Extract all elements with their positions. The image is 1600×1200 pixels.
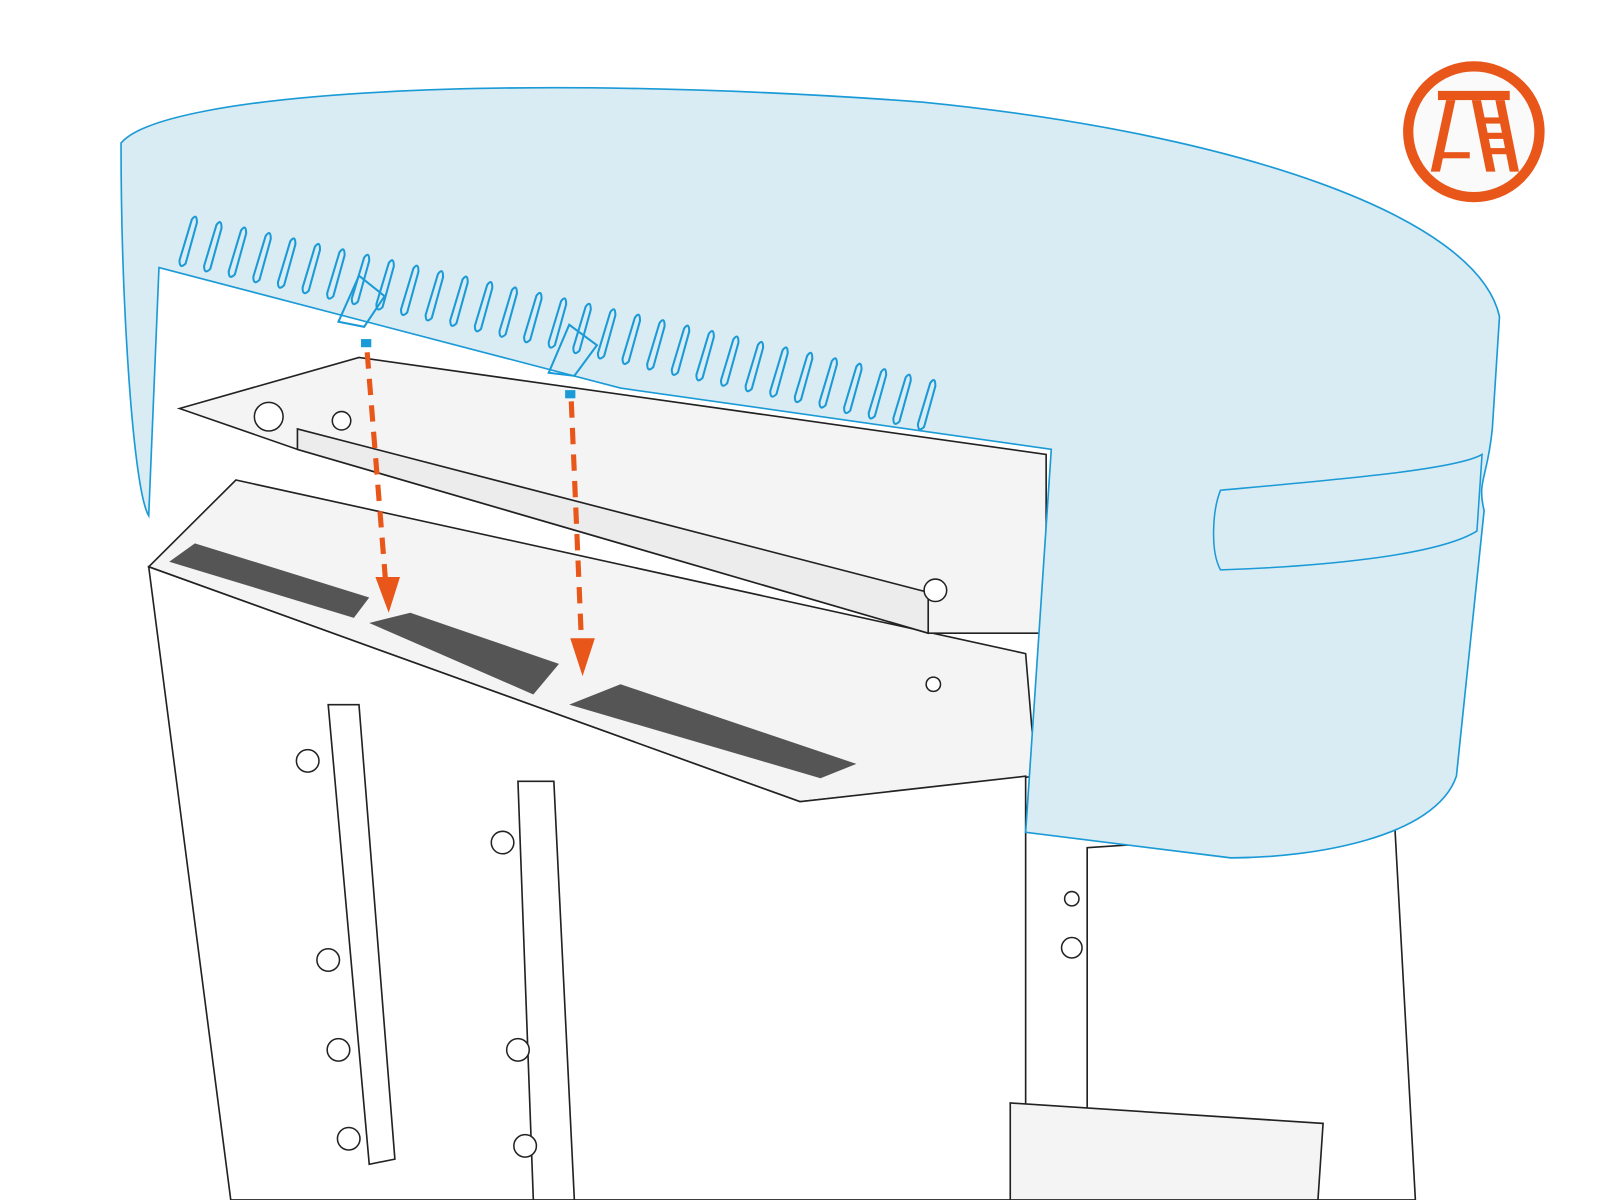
arrowhead-left bbox=[375, 577, 400, 613]
screws bbox=[253, 401, 1083, 1158]
cover-slot bbox=[547, 297, 568, 349]
chassis bbox=[147, 356, 1417, 1200]
cover-slot bbox=[178, 215, 198, 267]
cover-slot bbox=[227, 226, 248, 278]
ladder-icon bbox=[1403, 61, 1545, 203]
cover-slot bbox=[719, 335, 740, 387]
cover-slot bbox=[399, 264, 420, 316]
cover-slot bbox=[424, 270, 445, 322]
cover-slot bbox=[449, 275, 469, 327]
cover-slot bbox=[252, 231, 272, 284]
cover-slot bbox=[596, 308, 617, 360]
cover-slot bbox=[744, 340, 765, 393]
cover-slot bbox=[350, 253, 371, 306]
cover-slot bbox=[276, 237, 297, 289]
cover-slot bbox=[695, 330, 715, 382]
cover-slot bbox=[670, 324, 691, 376]
arrowhead-right bbox=[570, 638, 595, 677]
cover-slot bbox=[203, 221, 223, 273]
alignment-arrows bbox=[364, 352, 585, 644]
arrow-right bbox=[568, 401, 585, 644]
cover-slot bbox=[646, 319, 666, 371]
cover-slot bbox=[572, 302, 592, 355]
cover-slot bbox=[473, 281, 494, 333]
cover-slot bbox=[326, 248, 346, 300]
cover-slot bbox=[301, 242, 322, 295]
cover-slot bbox=[916, 379, 937, 431]
cover-slots bbox=[178, 215, 937, 431]
cover-slot bbox=[621, 313, 642, 365]
cover-slot bbox=[793, 351, 814, 404]
cover-slot bbox=[498, 286, 518, 338]
cover-slot bbox=[769, 346, 789, 398]
top-cover bbox=[120, 86, 1501, 859]
arrow-left bbox=[364, 352, 389, 583]
cover-slot bbox=[523, 291, 543, 344]
cover-slot bbox=[843, 362, 863, 415]
cover-slot bbox=[892, 373, 912, 425]
cover-slot bbox=[818, 357, 838, 409]
vent-grilles bbox=[169, 543, 857, 779]
cover-slot bbox=[867, 368, 888, 420]
